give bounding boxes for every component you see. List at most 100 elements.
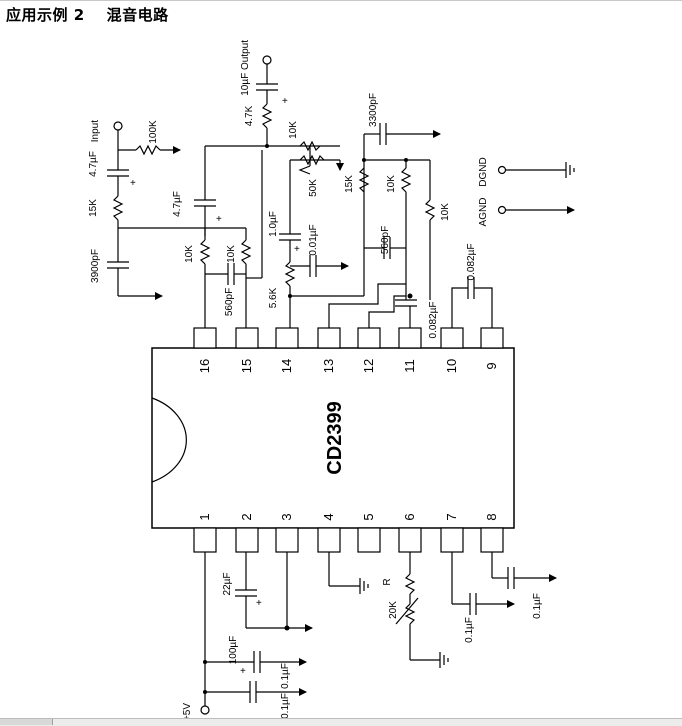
- label-100k: 100K: [148, 120, 159, 144]
- pin-number: 5: [361, 513, 376, 520]
- svg-text:+: +: [130, 178, 136, 189]
- pin-12: [357, 327, 381, 349]
- resistor-10k-r2: [424, 199, 436, 221]
- component-labels: 10µF Output Input 4.7K 10K 100K 4.7µF 15…: [88, 40, 543, 721]
- ic-name: CD2399: [324, 401, 346, 474]
- ic-top-pins: [193, 327, 504, 349]
- pin-15: [235, 327, 259, 349]
- pin-10: [440, 327, 464, 349]
- label-0u1-c: 0.1µF: [464, 617, 475, 643]
- label-4u7-in: 4.7µF: [88, 151, 99, 177]
- pin-number: 8: [484, 513, 499, 520]
- pin-number: 11: [402, 359, 417, 373]
- ic-bottom-pins: [193, 527, 504, 553]
- label-10k-15: 10K: [226, 245, 237, 263]
- pin-11: [398, 327, 422, 349]
- resistor-15k-in: [112, 195, 124, 221]
- ic-bottom-pin-numbers: 1 2 3 4 5 6 7 8: [197, 513, 499, 520]
- pin-number: 6: [402, 513, 417, 520]
- resistor-100k: [135, 144, 161, 156]
- label-50k: 50K: [308, 179, 319, 197]
- pin-1: [193, 527, 217, 553]
- polarity-marks: + + + + + +: [130, 96, 300, 677]
- label-output: 10µF Output: [240, 40, 251, 96]
- pin-3: [275, 527, 299, 553]
- pin-number: 7: [444, 513, 459, 520]
- example-number: 应用示例 2: [6, 6, 85, 24]
- label-input: Input: [90, 120, 101, 142]
- circuit-title: 混音电路: [106, 6, 169, 24]
- label-agnd: AGND: [478, 198, 489, 227]
- pin-number: 2: [239, 513, 254, 520]
- pin-5: [357, 527, 381, 553]
- label-15k-r: 15K: [344, 175, 355, 193]
- input-terminal: [113, 121, 123, 131]
- label-560p-r: 560pF: [380, 226, 391, 254]
- upper-wiring: [107, 55, 575, 328]
- pin-number: 13: [321, 359, 336, 373]
- ic-body: [151, 347, 515, 529]
- resistor-10k-16: [199, 239, 211, 265]
- pin-number: 3: [279, 513, 294, 520]
- label-3300p: 3300pF: [368, 93, 379, 127]
- svg-text:+: +: [294, 244, 300, 255]
- window-top-border: [0, 0, 682, 1]
- svg-text:+: +: [256, 598, 262, 609]
- label-1u: 1.0µF: [268, 211, 279, 237]
- pin-16: [193, 327, 217, 349]
- pin-number: 10: [444, 359, 459, 373]
- ic-top-pin-numbers: 16 15 14 13 12 11 10 9: [197, 359, 499, 373]
- label-100u: 100µF: [228, 636, 239, 665]
- svg-text:+: +: [240, 666, 246, 677]
- label-22u: 22µF: [222, 573, 233, 596]
- label-0u1-b: 0.1µF: [280, 663, 291, 689]
- pin-2: [235, 527, 259, 553]
- resistor-4k7: [261, 103, 273, 129]
- pin-number: 14: [279, 359, 294, 373]
- lower-wiring: [200, 552, 557, 715]
- pin-number: 1: [197, 513, 212, 520]
- pin-number: 9: [484, 362, 499, 369]
- pot-50k: [299, 154, 325, 166]
- pin-9: [480, 327, 504, 349]
- pin-13: [317, 327, 341, 349]
- label-10k-out: 10K: [288, 121, 299, 139]
- supply-terminal: [200, 705, 210, 715]
- status-bar-tab[interactable]: [0, 719, 53, 725]
- pin-number: 15: [239, 359, 254, 373]
- label-10k-16: 10K: [184, 245, 195, 263]
- label-560p-15: 560pF: [224, 288, 235, 316]
- label-4k7: 4.7K: [244, 105, 255, 126]
- page-title: 应用示例 2 混音电路: [6, 4, 169, 25]
- label-0u082-10: 0.082µF: [466, 244, 477, 281]
- resistor-5k6: [284, 261, 296, 287]
- label-dgnd: DGND: [478, 157, 489, 186]
- label-r: R: [382, 578, 393, 585]
- label-4u7-mid: 4.7µF: [172, 191, 183, 217]
- pin-number: 4: [321, 513, 336, 520]
- label-0u01: 0.01µF: [308, 224, 319, 255]
- label-0u1-a: 0.1µF: [280, 693, 291, 719]
- resistor-r: [404, 573, 416, 595]
- status-bar: [0, 718, 682, 726]
- resistor-10k-r1: [400, 167, 412, 193]
- pin-6: [398, 527, 422, 553]
- pin-14: [275, 327, 299, 349]
- resistor-10k-15: [240, 239, 252, 265]
- label-10k-r1: 10K: [386, 175, 397, 193]
- pin-4: [317, 527, 341, 553]
- label-5k6: 5.6K: [268, 287, 279, 308]
- pin-7: [440, 527, 464, 553]
- pin-8: [480, 527, 504, 553]
- label-supply: +5V: [182, 703, 193, 721]
- pin-number: 16: [197, 359, 212, 373]
- label-0u1-d: 0.1µF: [532, 593, 543, 619]
- ic-notch: [151, 397, 187, 483]
- resistor-15k-r: [358, 167, 370, 193]
- label-3900p: 3900pF: [90, 249, 101, 283]
- ic-cd2399: CD2399: [151, 347, 515, 529]
- svg-text:+: +: [282, 96, 288, 107]
- label-20k: 20K: [388, 601, 399, 619]
- svg-text:+: +: [216, 214, 222, 225]
